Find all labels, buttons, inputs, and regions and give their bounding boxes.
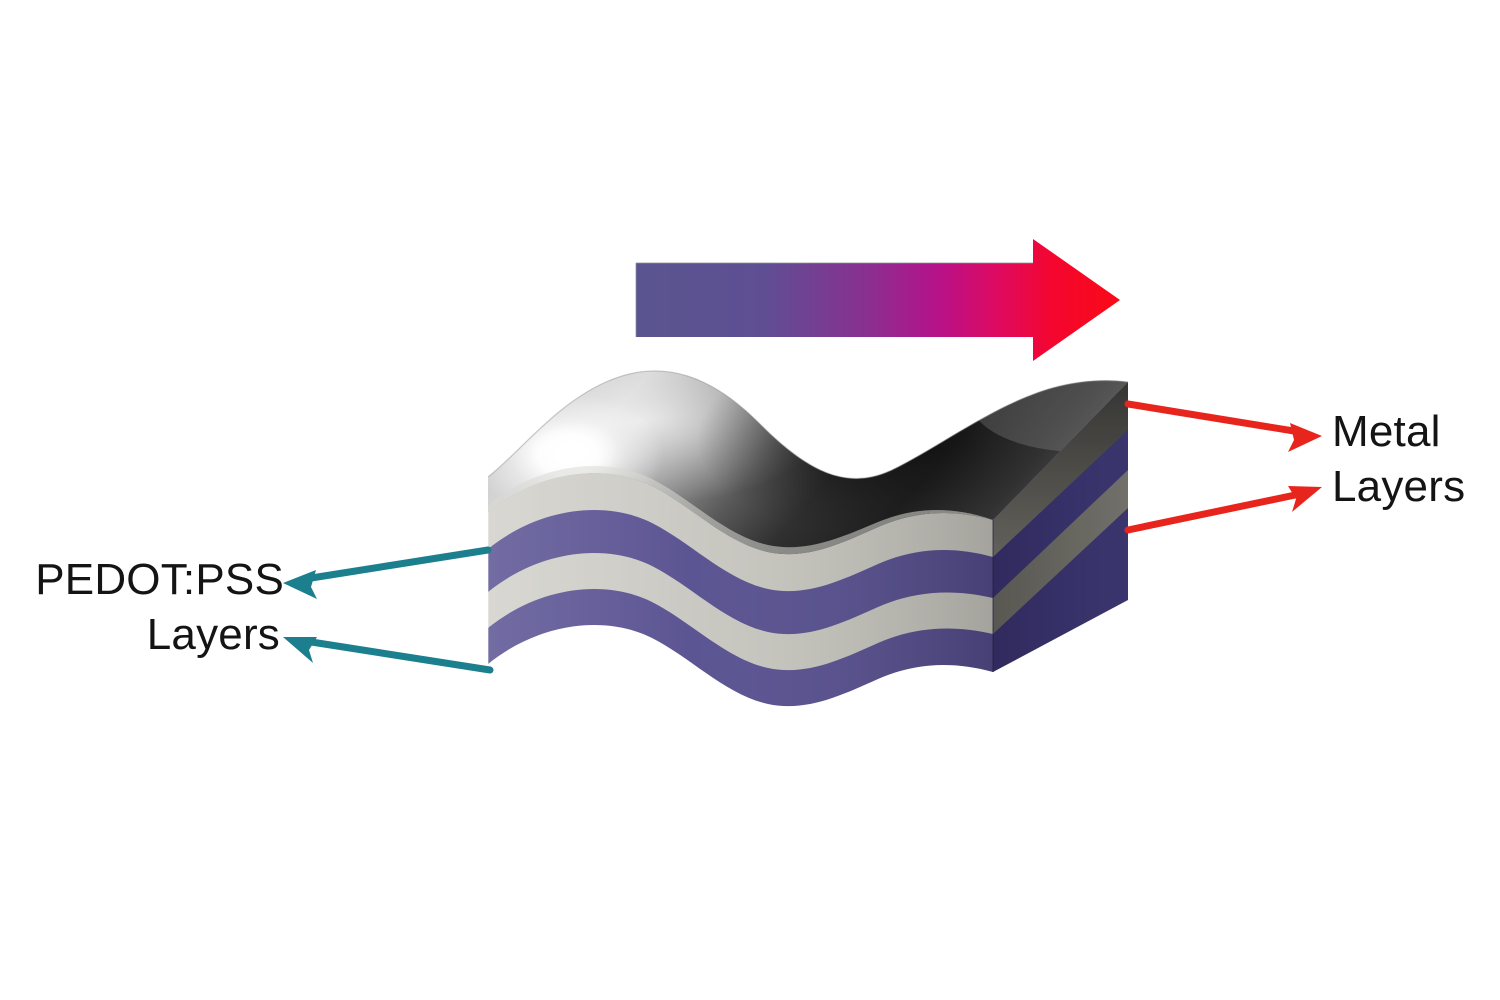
metal-arrow-1-line	[1124, 400, 1304, 436]
pedot-arrow-2-line	[301, 637, 494, 674]
side-layer-metal-top	[993, 382, 1128, 557]
metal-arrow-2-head	[1288, 486, 1322, 512]
block-front-face	[487, 473, 994, 707]
metal-arrow-2-line	[1124, 490, 1304, 534]
process-direction-arrow	[635, 239, 1120, 361]
pedot-arrow-1-head	[283, 570, 317, 599]
pedot-label-line-1: PEDOT:PSS	[35, 555, 284, 604]
top-surface-front-lip	[488, 466, 993, 555]
top-surface-valley-core	[810, 378, 1000, 482]
pedot-arrow-2-head	[283, 637, 317, 663]
process-arrow-shape	[636, 239, 1120, 361]
pedot-label-line-2: Layers	[146, 610, 280, 659]
front-face-shading	[488, 473, 993, 707]
metal-label-line-2: Layers	[1332, 462, 1466, 511]
metal-label-line-1: Metal	[1332, 407, 1441, 456]
top-surface-back-edge	[487, 370, 1129, 480]
block-side-face	[993, 382, 1128, 672]
pedot-callout-arrows	[283, 546, 494, 674]
side-layer-metal-interior	[993, 470, 1128, 634]
side-face-shading	[993, 382, 1128, 672]
metal-callout-arrows	[1124, 400, 1322, 534]
metal-arrow-1-head	[1288, 423, 1322, 452]
pedot-pss-layers-label: PEDOT:PSS Layers	[8, 552, 284, 662]
metal-layers-label: Metal Layers	[1332, 404, 1465, 514]
pedot-arrow-1-line	[301, 546, 492, 583]
wrinkled-layer-stack	[487, 370, 1129, 707]
